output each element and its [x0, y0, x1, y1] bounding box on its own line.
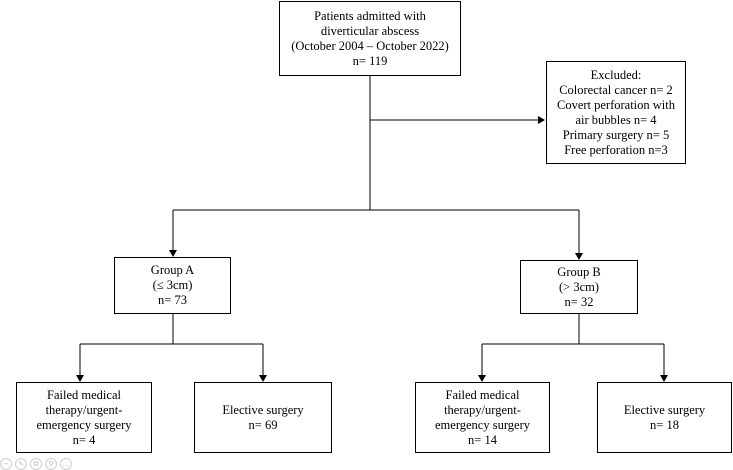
- box-line: n= 4: [72, 432, 96, 447]
- box-line: n= 32: [564, 294, 594, 309]
- box-line: therapy/urgent-: [45, 402, 123, 417]
- box-line: n= 119: [352, 53, 388, 68]
- box-line: Failed medical: [47, 387, 121, 402]
- box-line: emergency surgery: [36, 417, 132, 432]
- box-line: Primary surgery n= 5: [562, 127, 670, 142]
- search-icon[interactable]: ⚲: [45, 458, 57, 470]
- box-line: Free perforation n=3: [564, 142, 668, 157]
- excluded-box: Excluded: Colorectal cancer n= 2 Covert …: [546, 61, 686, 164]
- box-line: Patients admitted with: [314, 8, 426, 23]
- box-line: therapy/urgent-: [444, 402, 521, 417]
- group-a-failed-therapy-box: Failed medical therapy/urgent- emergency…: [16, 382, 152, 453]
- box-line: (> 3cm): [558, 279, 600, 294]
- edit-icon[interactable]: ✎: [15, 458, 27, 470]
- box-line: Colorectal cancer n= 2: [559, 82, 673, 97]
- copy-icon[interactable]: ⧉: [30, 458, 42, 470]
- box-line: emergency surgery: [435, 417, 530, 432]
- box-line: (≤ 3cm): [152, 278, 193, 292]
- zoom-out-icon[interactable]: −: [0, 458, 12, 470]
- box-line: diverticular abscess: [320, 23, 420, 38]
- group-b-failed-therapy-box: Failed medical therapy/urgent- emergency…: [415, 382, 550, 453]
- box-line: n= 14: [468, 432, 497, 447]
- box-line: (October 2004 – October 2022): [291, 38, 449, 53]
- more-icon[interactable]: …: [60, 458, 72, 470]
- box-line: Group A: [150, 263, 195, 277]
- box-line: air bubbles n= 4: [575, 112, 657, 127]
- box-line: n= 69: [248, 417, 278, 432]
- box-line: Group B: [557, 264, 601, 279]
- box-line: Elective surgery: [623, 402, 706, 417]
- box-line: Excluded:: [590, 67, 642, 82]
- group-a-box: Group A (≤ 3cm) n= 73: [114, 257, 231, 314]
- admitted-patients-box: Patients admitted with diverticular absc…: [279, 1, 461, 76]
- image-toolbar: − ✎ ⧉ ⚲ …: [0, 458, 72, 470]
- group-b-elective-surgery-box: Elective surgery n= 18: [597, 382, 732, 453]
- group-a-elective-surgery-box: Elective surgery n= 69: [194, 382, 332, 453]
- box-line: n= 73: [158, 293, 187, 307]
- box-line: Failed medical: [445, 387, 520, 402]
- group-b-box: Group B (> 3cm) n= 32: [520, 260, 638, 314]
- box-line: n= 18: [650, 417, 679, 432]
- box-line: Elective surgery: [222, 402, 304, 417]
- box-line: Covert perforation with: [556, 97, 676, 112]
